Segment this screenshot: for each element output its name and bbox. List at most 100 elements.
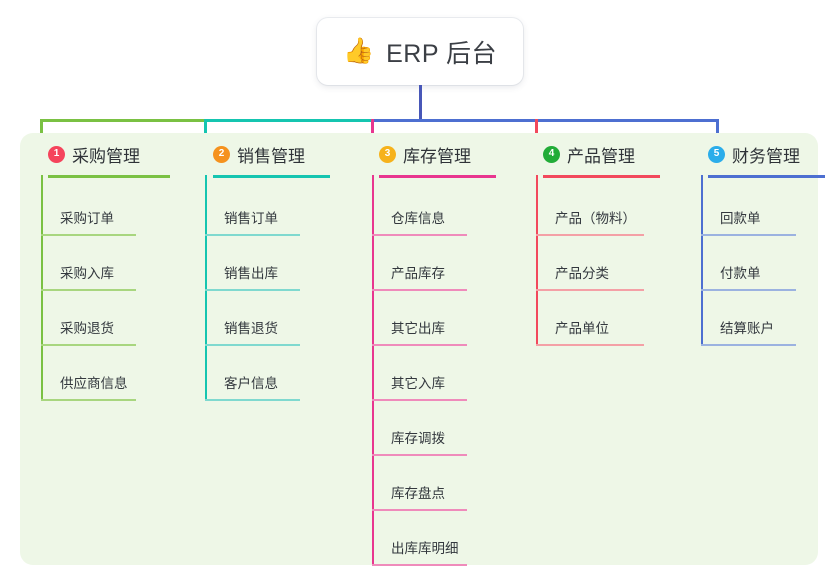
leaf-underline (372, 509, 467, 511)
root-node[interactable]: 👍 ERP 后台 (317, 18, 523, 85)
leaf-label: 结算账户 (720, 321, 774, 336)
branch-column-5: 5 财务管理回款单付款单结算账户 (687, 133, 827, 346)
list-item[interactable]: 采购退货 (41, 291, 136, 346)
leaf-label: 回款单 (720, 211, 761, 226)
branch-drop-1 (40, 119, 43, 145)
bus-segment-3 (371, 119, 535, 122)
leaf-underline (41, 234, 136, 236)
branch-header-2[interactable]: 2 销售管理 (192, 133, 352, 175)
leaf-label: 库存盘点 (391, 486, 445, 501)
branch-title-5: 财务管理 (732, 146, 800, 166)
leaf-label: 其它出库 (391, 321, 445, 336)
list-item[interactable]: 采购入库 (41, 236, 136, 291)
list-item[interactable]: 库存调拨 (372, 401, 467, 456)
branch-header-3[interactable]: 3 库存管理 (358, 133, 518, 175)
leaf-underline (372, 234, 467, 236)
branch-underline-2 (213, 175, 330, 178)
list-item[interactable]: 其它入库 (372, 346, 467, 401)
list-item[interactable]: 回款单 (701, 181, 796, 236)
branch-title-1: 采购管理 (72, 146, 140, 166)
branch-header-4[interactable]: 4 产品管理 (522, 133, 682, 175)
list-item[interactable]: 产品（物料） (536, 181, 644, 236)
leaf-label: 产品库存 (391, 266, 445, 281)
list-item[interactable]: 客户信息 (205, 346, 300, 401)
leaf-label: 采购退货 (60, 321, 114, 336)
root-title: ERP 后台 (386, 39, 498, 68)
list-item[interactable]: 供应商信息 (41, 346, 136, 401)
branch-header-1[interactable]: 1 采购管理 (27, 133, 187, 175)
leaf-underline (372, 454, 467, 456)
branch-rail-1 (41, 175, 43, 401)
leaf-label: 销售出库 (224, 266, 278, 281)
branch-underline-1 (48, 175, 170, 178)
leaf-label: 销售退货 (224, 321, 278, 336)
list-item[interactable]: 产品分类 (536, 236, 644, 291)
branch-rail-4 (536, 175, 538, 346)
list-item[interactable]: 产品库存 (372, 236, 467, 291)
bus-segment-4 (535, 119, 718, 122)
branch-underline-5 (708, 175, 825, 178)
branch-column-3: 3 库存管理仓库信息产品库存其它出库其它入库库存调拨库存盘点出库库明细 (358, 133, 518, 566)
leaf-underline (701, 289, 796, 291)
branch-column-4: 4 产品管理产品（物料） 产品分类产品单位 (522, 133, 682, 346)
branch-title-2: 销售管理 (237, 146, 305, 166)
branch-drop-5 (716, 119, 719, 145)
branch-drop-3 (371, 119, 374, 145)
list-item[interactable]: 销售出库 (205, 236, 300, 291)
leaf-underline (205, 289, 300, 291)
leaf-label: 付款单 (720, 266, 761, 281)
list-item[interactable]: 仓库信息 (372, 181, 467, 236)
leaf-label: 销售订单 (224, 211, 278, 226)
list-item[interactable]: 销售订单 (205, 181, 300, 236)
bus-segment-1 (40, 119, 204, 122)
branch-badge-3: 3 (379, 145, 396, 163)
list-item[interactable]: 结算账户 (701, 291, 796, 346)
leaf-underline (372, 344, 467, 346)
branch-rail-2 (205, 175, 207, 401)
branches-panel (20, 133, 818, 565)
leaf-label: 其它入库 (391, 376, 445, 391)
list-item[interactable]: 产品单位 (536, 291, 644, 346)
bus-segment-2 (204, 119, 371, 122)
root-stem (419, 85, 422, 122)
leaf-label: 产品（物料） (555, 211, 636, 226)
branch-title-3: 库存管理 (403, 146, 471, 166)
list-item[interactable]: 库存盘点 (372, 456, 467, 511)
leaf-underline (372, 399, 467, 401)
leaf-label: 采购订单 (60, 211, 114, 226)
leaf-underline (536, 344, 644, 346)
leaf-label: 库存调拨 (391, 431, 445, 446)
branch-underline-4 (543, 175, 660, 178)
branch-header-5[interactable]: 5 财务管理 (687, 133, 827, 175)
branch-badge-4: 4 (543, 145, 560, 163)
leaf-underline (205, 399, 300, 401)
branch-badge-5: 5 (708, 145, 725, 163)
leaf-underline (372, 564, 467, 566)
leaf-underline (205, 344, 300, 346)
leaf-label: 供应商信息 (60, 376, 128, 391)
list-item[interactable]: 其它出库 (372, 291, 467, 346)
branch-drop-4 (535, 119, 538, 145)
leaf-underline (205, 234, 300, 236)
branch-drop-2 (204, 119, 207, 145)
leaf-label: 客户信息 (224, 376, 278, 391)
leaf-underline (41, 289, 136, 291)
leaf-label: 出库库明细 (391, 541, 459, 556)
branch-column-2: 2 销售管理销售订单销售出库销售退货客户信息 (192, 133, 352, 401)
list-item[interactable]: 出库库明细 (372, 511, 467, 566)
leaf-label: 产品单位 (555, 321, 609, 336)
leaf-underline (701, 234, 796, 236)
leaf-label: 仓库信息 (391, 211, 445, 226)
branch-rail-5 (701, 175, 703, 346)
branch-underline-3 (379, 175, 496, 178)
thumbs-up-icon: 👍 (342, 37, 375, 65)
branch-column-1: 1 采购管理采购订单采购入库采购退货供应商信息 (27, 133, 187, 401)
leaf-underline (536, 234, 644, 236)
list-item[interactable]: 付款单 (701, 236, 796, 291)
list-item[interactable]: 销售退货 (205, 291, 300, 346)
branch-badge-2: 2 (213, 145, 230, 163)
branch-title-4: 产品管理 (567, 146, 635, 166)
branch-badge-1: 1 (48, 145, 65, 163)
list-item[interactable]: 采购订单 (41, 181, 136, 236)
